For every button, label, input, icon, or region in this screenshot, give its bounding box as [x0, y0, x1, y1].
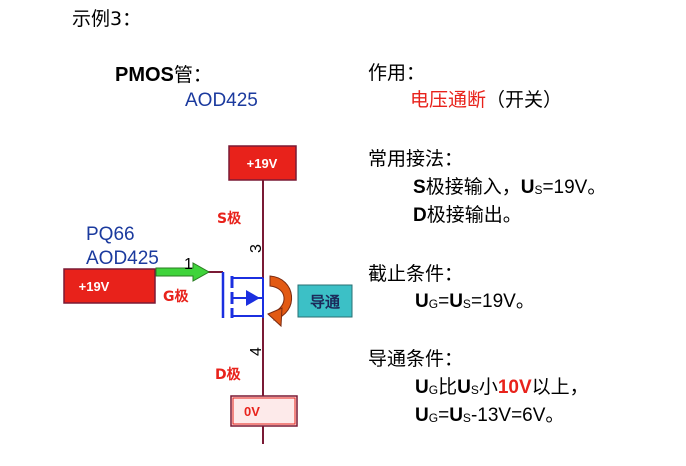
drain-pole-label: D极 [215, 366, 242, 383]
designator-block: PQ66 AOD425 [86, 223, 159, 271]
function-heading: 作用： [368, 62, 426, 84]
function-value: 电压通断（开关） [410, 85, 562, 112]
conduct-box [297, 284, 353, 318]
function-value-red: 电压通断 [410, 89, 487, 111]
device-heading: PMOS管： [115, 60, 212, 87]
conduction-heading: 导通条件： [368, 348, 464, 370]
source-pin-number: 3 [248, 244, 265, 253]
conduction-line-2: UG=US-13V=6V。 [415, 405, 565, 426]
conduct-arrowhead-icon [267, 307, 283, 328]
source-supply-label: +19V [247, 156, 278, 171]
designator: PQ66 [86, 224, 135, 245]
gate-pole-label: G极 [163, 288, 189, 305]
circuit-part: AOD425 [86, 248, 159, 269]
drain-out-label: 0V [244, 404, 260, 419]
source-supply-box [228, 145, 297, 181]
gate-arrow-icon [155, 262, 211, 282]
source-pole-label: S极 [217, 210, 242, 227]
slide-title: 示例3： [72, 8, 142, 30]
cutoff-formula: UG=US=19V。 [415, 291, 535, 312]
drain-pin-number: 4 [248, 347, 265, 356]
function-value-note: （开关） [486, 89, 563, 111]
conduction-line-1: UG比US小10V以上， [415, 376, 589, 398]
pmos-symbol [221, 272, 264, 318]
gate-supply-box [63, 268, 156, 304]
usage-line-2: D极接输出。 [413, 204, 522, 226]
conduct-label: 导通 [310, 293, 340, 311]
usage-line-1: S极接输入，US=19V。 [413, 176, 607, 198]
device-part: AOD425 [185, 90, 258, 111]
usage-heading: 常用接法： [368, 148, 464, 170]
cutoff-heading: 截止条件： [368, 263, 464, 285]
gate-supply-label: +19V [79, 279, 110, 294]
device-suffix: 管： [173, 64, 212, 86]
drain-out-box [230, 395, 298, 427]
device-name: PMOS [115, 64, 174, 86]
gate-pin-number: 1 [184, 256, 193, 273]
